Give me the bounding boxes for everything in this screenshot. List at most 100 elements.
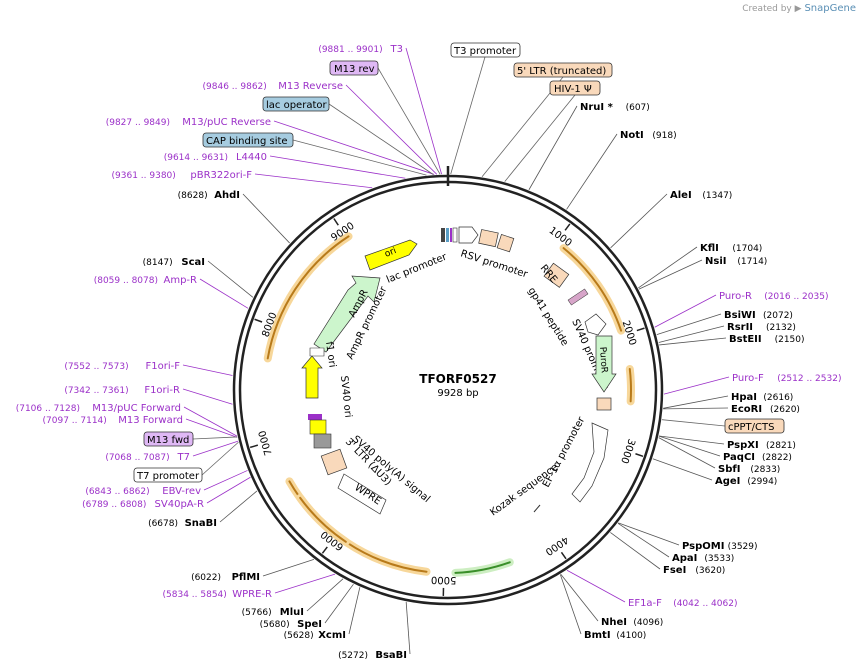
primer-name: L4440	[236, 152, 267, 163]
enzyme-site[interactable]: NheI(4096)	[601, 617, 663, 628]
tick-label: 4000	[543, 534, 570, 558]
primer-site[interactable]: Amp-R(8059 .. 8078)	[94, 275, 197, 286]
sv40-polya-feature[interactable]	[313, 433, 332, 449]
enzyme-site[interactable]: SpeI(5680)	[260, 619, 322, 630]
orf-arrow[interactable]	[299, 496, 347, 543]
enzyme-site[interactable]: XcmI(5628)	[284, 630, 346, 641]
m13-fwd-block[interactable]	[308, 414, 322, 420]
primer-range: (6843 .. 6862)	[85, 487, 149, 497]
lac-operator-box[interactable]	[262, 96, 330, 112]
enzyme-position: (6022)	[191, 573, 221, 583]
enzyme-site[interactable]: NotI(918)	[620, 130, 677, 141]
primer-range: (7106 .. 7128)	[16, 404, 80, 414]
enzyme-site[interactable]: BmtI(4100)	[584, 630, 646, 641]
ori-label: ori	[383, 246, 398, 260]
leader-line	[610, 193, 668, 249]
puror-feature[interactable]	[591, 335, 617, 393]
gp41-feature[interactable]	[567, 288, 589, 306]
primer-site[interactable]: M13/pUC Forward(7106 .. 7128)	[16, 403, 181, 414]
hiv-psi-box[interactable]	[549, 80, 601, 96]
enzyme-site[interactable]: PflMI(6022)	[191, 572, 260, 583]
primer-site[interactable]: T7(7068 .. 7087)	[105, 452, 190, 463]
enzyme-site[interactable]: NruI *(607)	[580, 102, 650, 113]
orf-highlight[interactable]	[263, 232, 353, 363]
primer-site[interactable]: F1ori-F(7552 .. 7573)	[64, 361, 180, 372]
enzyme-site[interactable]: ScaI(8147)	[143, 257, 205, 268]
orf-arrow[interactable]	[266, 235, 350, 360]
primer-range: (5834 .. 5854)	[163, 590, 227, 600]
primer-site[interactable]: T3(9881 .. 9901)	[318, 44, 403, 55]
orf-arrow[interactable]	[628, 367, 632, 403]
enzyme-site[interactable]: AleI(1347)	[670, 190, 732, 201]
three-ltr-feature[interactable]	[320, 448, 348, 476]
enzyme-site[interactable]: NsiI(1714)	[705, 256, 767, 267]
enzyme-site[interactable]: PspXI(2821)	[727, 440, 796, 451]
m13-rev-block[interactable]	[450, 228, 452, 242]
primer-site[interactable]: pBR322ori-F(9361 .. 9380)	[112, 170, 253, 181]
primer-site[interactable]: F1ori-R(7342 .. 7361)	[64, 385, 180, 396]
leader-line	[292, 139, 427, 176]
enzyme-site[interactable]: SnaBI(6678)	[148, 518, 217, 529]
ampr-feature[interactable]	[313, 275, 381, 353]
enzyme-site[interactable]: FseI(3620)	[663, 565, 725, 576]
primer-site[interactable]: WPRE-R(5834 .. 5854)	[163, 589, 273, 600]
enzyme-name: BstEII	[729, 334, 762, 345]
enzyme-site[interactable]: AgeI(2994)	[715, 476, 777, 487]
five-ltr-box[interactable]	[513, 62, 613, 78]
rre-feature[interactable]	[543, 262, 570, 288]
leader-line	[306, 578, 344, 612]
enzyme-site[interactable]: PspOMI(3529)	[682, 541, 758, 552]
enzyme-name: NruI *	[580, 102, 614, 113]
enzyme-site[interactable]: PaqCI(2822)	[723, 452, 792, 463]
orf-arrow[interactable]	[562, 247, 623, 332]
primer-site[interactable]: SV40pA-R(6789 .. 6808)	[82, 499, 204, 510]
enzyme-site[interactable]: BstEII(2150)	[729, 334, 805, 345]
cap-site-block[interactable]	[441, 228, 445, 242]
m13-fwd-box[interactable]	[143, 431, 194, 447]
lac-operator-block[interactable]	[446, 228, 449, 242]
enzyme-site[interactable]: HpaI(2616)	[731, 392, 793, 403]
tick-mark	[635, 453, 644, 458]
hiv-psi-feature[interactable]	[496, 234, 515, 253]
ef1a-promoter-feature[interactable]	[571, 422, 609, 503]
enzyme-site[interactable]: ApaI(3533)	[672, 553, 734, 564]
cppt-box[interactable]	[724, 418, 785, 434]
ampr-promoter-feature[interactable]	[309, 347, 325, 357]
ori-feature[interactable]	[364, 239, 418, 271]
primer-site[interactable]: EF1a-F(4042 .. 4062)	[628, 598, 737, 609]
t3-block[interactable]	[452, 227, 458, 243]
sv40-promoter-feature[interactable]	[584, 313, 607, 336]
cppt-feature[interactable]	[596, 397, 612, 411]
enzyme-site[interactable]: EcoRI(2620)	[731, 404, 800, 415]
primer-site[interactable]: Puro-F(2512 .. 2532)	[732, 373, 841, 384]
primer-site[interactable]: L4440(9614 .. 9631)	[164, 152, 267, 163]
f1-ori-feature[interactable]	[301, 355, 323, 399]
ef1a-orf-highlight[interactable]	[451, 558, 514, 577]
leader-line	[618, 522, 680, 546]
enzyme-site[interactable]: AhdI(8628)	[178, 190, 240, 201]
kozak-marker[interactable]	[533, 504, 541, 513]
primer-site[interactable]: M13 Forward(7097 .. 7114)	[43, 415, 183, 426]
leader-line	[206, 476, 251, 504]
primer-name: M13 Forward	[118, 415, 183, 426]
t3-promoter-box[interactable]	[450, 42, 521, 58]
enzyme-site[interactable]: SbfI(2833)	[718, 464, 780, 475]
five-ltr-feature[interactable]	[478, 229, 499, 248]
primer-site[interactable]: M13/pUC Reverse(9827 .. 9849)	[106, 117, 271, 128]
rsv-promoter-label: RSV promoter	[459, 248, 530, 280]
sv40-ori-feature[interactable]	[309, 419, 327, 435]
primer-site[interactable]: Puro-R(2016 .. 2035)	[719, 291, 828, 302]
wpre-feature[interactable]	[337, 473, 387, 515]
rsv-promoter-feature[interactable]	[458, 226, 479, 244]
enzyme-site[interactable]: BsiWI(2072)	[724, 310, 793, 321]
t7-promoter-box[interactable]	[133, 467, 203, 483]
ef1a-orf-arrow[interactable]	[454, 561, 511, 574]
enzyme-site[interactable]: MluI(5766)	[242, 607, 304, 618]
enzyme-site[interactable]: BsaBI(5272)	[338, 650, 407, 661]
primer-site[interactable]: EBV-rev(6843 .. 6862)	[85, 486, 201, 497]
primer-site[interactable]: M13 Reverse(9846 .. 9862)	[203, 81, 343, 92]
cap-binding-box[interactable]	[202, 132, 294, 148]
enzyme-site[interactable]: KflI(1704)	[700, 243, 762, 254]
enzyme-site[interactable]: RsrII(2132)	[727, 322, 796, 333]
m13-rev-box[interactable]	[329, 60, 379, 76]
